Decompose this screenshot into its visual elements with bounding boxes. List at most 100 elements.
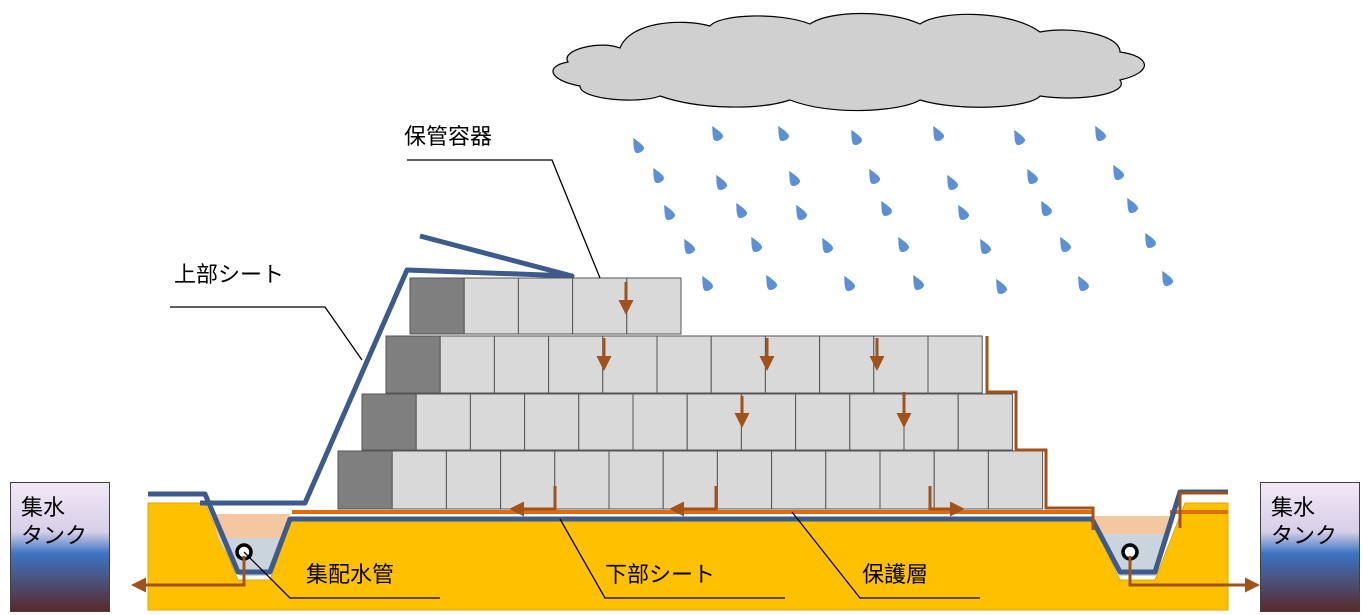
container-block [819, 335, 875, 394]
raindrop-shape [1162, 270, 1173, 287]
raindrop-icon [789, 170, 800, 187]
left-water-tank: 集水 タンク [10, 482, 110, 612]
container-block [957, 393, 1013, 451]
raindrop-icon [1145, 232, 1156, 249]
raindrop-shape [1095, 125, 1106, 142]
protective-layer-leader-line [791, 511, 980, 599]
storage-containers [337, 277, 1044, 510]
raindrop-icon [898, 236, 909, 253]
raindrop-icon [996, 278, 1007, 295]
raindrop-icon [1014, 129, 1025, 146]
upper-sheet [200, 233, 575, 506]
drain-pipe-label: 集配水管 [306, 563, 395, 588]
raindrop-icon [653, 167, 664, 184]
raindrop-icon [716, 174, 727, 191]
container-block [927, 335, 983, 394]
raindrop-shape [736, 202, 747, 219]
raindrop-shape [1145, 232, 1156, 249]
container-block [608, 450, 664, 510]
raindrop-shape [796, 204, 807, 221]
lower-sheet [148, 489, 1228, 575]
right-tank-line2: タンク [1271, 524, 1338, 549]
raindrop-icon [1041, 200, 1052, 217]
upper-sheet-leader-line [170, 306, 363, 361]
ground [147, 502, 1229, 611]
raindrop-shape [653, 167, 664, 184]
drain-pipe-leader-line [243, 551, 440, 599]
container-block [903, 393, 959, 451]
container-block-end [337, 450, 393, 510]
flow-arrow-right [928, 486, 965, 517]
container-block [439, 335, 495, 394]
raindrop-icon [1078, 275, 1089, 292]
flow-arrow-left [509, 486, 557, 517]
container-block [656, 335, 712, 394]
raindrop-icon [958, 204, 969, 221]
water-flows [509, 282, 1228, 530]
raindrop-shape [778, 125, 789, 142]
container-block [686, 393, 742, 451]
right-tank-line1: 集水 [1271, 496, 1316, 521]
container-block-end [409, 277, 465, 335]
raindrop-icon [751, 236, 762, 253]
container-block [548, 335, 604, 394]
container-block-end [361, 393, 417, 451]
left-tank-line2: タンク [21, 524, 88, 549]
raindrop-shape [1014, 129, 1025, 146]
raindrop-icon [1060, 236, 1071, 253]
raindrop-shape [633, 137, 644, 154]
raindrop-shape [766, 274, 777, 291]
container-block [554, 450, 610, 510]
raindrop-shape [947, 174, 958, 191]
raindrop-shape [869, 168, 880, 185]
container-block [500, 450, 556, 510]
container-block [524, 393, 580, 451]
raindrop-icon [778, 125, 789, 142]
container-block [572, 277, 628, 335]
raindrop-shape [789, 170, 800, 187]
raindrop-shape [664, 204, 675, 221]
container-block [662, 450, 718, 510]
stair-flow-path [985, 336, 1095, 530]
raindrop-icon [684, 238, 695, 255]
container-block [873, 335, 929, 394]
raindrop-icon [947, 174, 958, 191]
raindrop-icon [933, 125, 944, 142]
raindrop-icon [844, 275, 855, 292]
container-block [391, 450, 447, 510]
raindrop-shape [958, 204, 969, 221]
container-block [771, 450, 827, 510]
raindrop-icon [712, 125, 723, 142]
container-block [849, 393, 905, 451]
raindrop-shape [1113, 164, 1124, 181]
raindrop-shape [980, 238, 991, 255]
container-block [740, 393, 797, 451]
raindrop-shape [844, 275, 855, 292]
raindrop-icon [1027, 168, 1038, 185]
container-block [987, 450, 1044, 510]
raindrop-shape [898, 236, 909, 253]
raindrop-shape [751, 236, 762, 253]
right-water-tank: 集水 タンク [1260, 482, 1360, 612]
raindrop-icon [881, 200, 892, 217]
raindrop-shape [851, 129, 862, 146]
raindrop-shape [716, 174, 727, 191]
raindrop-icon [851, 129, 862, 146]
container-block [602, 335, 658, 394]
raindrop-shape [881, 200, 892, 217]
rain [633, 125, 1173, 295]
flow-arrow-left [669, 486, 718, 517]
raindrop-icon [869, 168, 880, 185]
raindrop-icon [913, 274, 924, 291]
container-leader-line [407, 159, 601, 279]
raindrop-icon [1113, 164, 1124, 181]
raindrop-shape [1060, 236, 1071, 253]
left-ditch-gravel [212, 514, 290, 538]
raindrop-icon [1095, 125, 1106, 142]
lower-sheet-label: 下部シート [605, 563, 716, 588]
container-block [795, 393, 851, 451]
container-block [493, 335, 550, 394]
raindrop-icon [980, 238, 991, 255]
raindrop-shape [684, 238, 695, 255]
